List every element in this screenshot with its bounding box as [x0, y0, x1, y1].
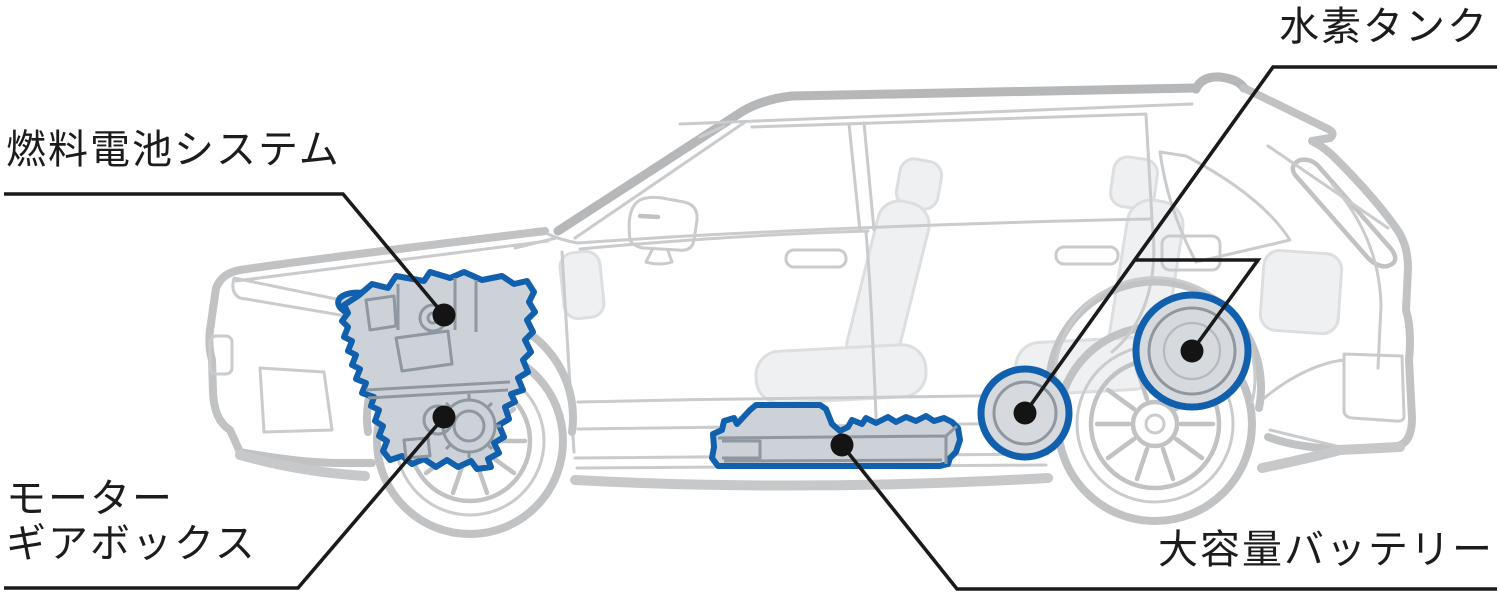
label-motor-line1: モーター: [6, 477, 174, 521]
callout-dot-hydrogen-tank-large: [1180, 339, 1204, 363]
rear-seat-headrest: [1109, 155, 1159, 211]
callout-line-hydrogen-tank: [1023, 65, 1497, 415]
rear-door-handle: [1054, 245, 1120, 266]
fuel-cell-system-unit: [339, 269, 538, 472]
a-pillar-inner: [573, 120, 747, 240]
b-pillar: [847, 121, 876, 233]
ground-shadow-front: [235, 450, 370, 481]
wiper: [513, 236, 558, 250]
belt-line-2: [578, 229, 870, 251]
fuel-cell-and-motor-unit: [335, 269, 538, 472]
callout-line-fuel-cell: [4, 192, 446, 317]
label-hydrogen-tank: 水素タンク: [1279, 5, 1489, 49]
hood-seam: [234, 239, 550, 283]
callout-line-motor-gearbox: [4, 415, 446, 590]
callout-line-battery: [840, 443, 1497, 591]
mirror-slot: [637, 213, 661, 220]
label-fuel-cell-system: 燃料電池システム: [6, 128, 341, 172]
front-door-handle: [784, 248, 848, 269]
front-intake: [258, 366, 334, 434]
cargo-panel-silhouette: [1258, 249, 1344, 336]
sunroof-tick: [698, 124, 726, 139]
callout-lines: [4, 65, 1497, 591]
fuel-cell-inner-detail: [364, 278, 511, 400]
rear-wheel-arch: [1045, 277, 1265, 412]
antenna-fin: [1191, 72, 1249, 94]
hydrogen-tank-large-inner-ring: [1162, 321, 1222, 381]
callout-dot-motor-gearbox: [432, 405, 456, 429]
callout-dot-battery: [830, 433, 854, 457]
dashboard-silhouette: [558, 249, 606, 321]
quarter-window: [1158, 150, 1292, 264]
battery-inner-detail: [717, 424, 959, 464]
window-top-line: [750, 112, 1148, 129]
cowl-line: [546, 232, 580, 245]
hydrogen-tank-small-ring: [992, 380, 1058, 446]
rear-crease: [1260, 358, 1346, 402]
front-seat-cushion: [754, 343, 928, 405]
fog-lamp: [208, 334, 234, 376]
door-mirror: [627, 195, 699, 252]
rear-hub-cap: [1144, 413, 1166, 435]
taillight: [1290, 157, 1398, 269]
rear-bumper-step: [1342, 352, 1406, 423]
label-motor-line2: ギアボックス: [6, 522, 257, 566]
roof-inner-line: [678, 102, 1194, 126]
rear-bumper-crease: [1268, 428, 1338, 448]
mirror-stalk: [644, 248, 674, 266]
label-motor-gearbox: モーター ギアボックス: [6, 477, 257, 567]
roof-line: [553, 83, 1201, 236]
label-battery: 大容量バッテリー: [1158, 528, 1494, 572]
ground-shadow-middle: [570, 473, 1053, 491]
rear-glass-edge: [1266, 144, 1390, 230]
rear-hub: [1130, 399, 1180, 449]
seat-silhouettes: [558, 155, 1344, 405]
hydrogen-tank-large-ring: [1147, 306, 1237, 396]
callout-dot-fuel-cell: [432, 303, 456, 327]
belt-line: [576, 217, 1152, 245]
rear-door-seam: [1110, 113, 1156, 354]
tailgate-seam: [1330, 182, 1383, 370]
callout-dot-hydrogen-tank-small: [1013, 401, 1037, 425]
hydrogen-filler-door: [1160, 234, 1222, 272]
ground-shadow-rear: [1257, 442, 1405, 473]
